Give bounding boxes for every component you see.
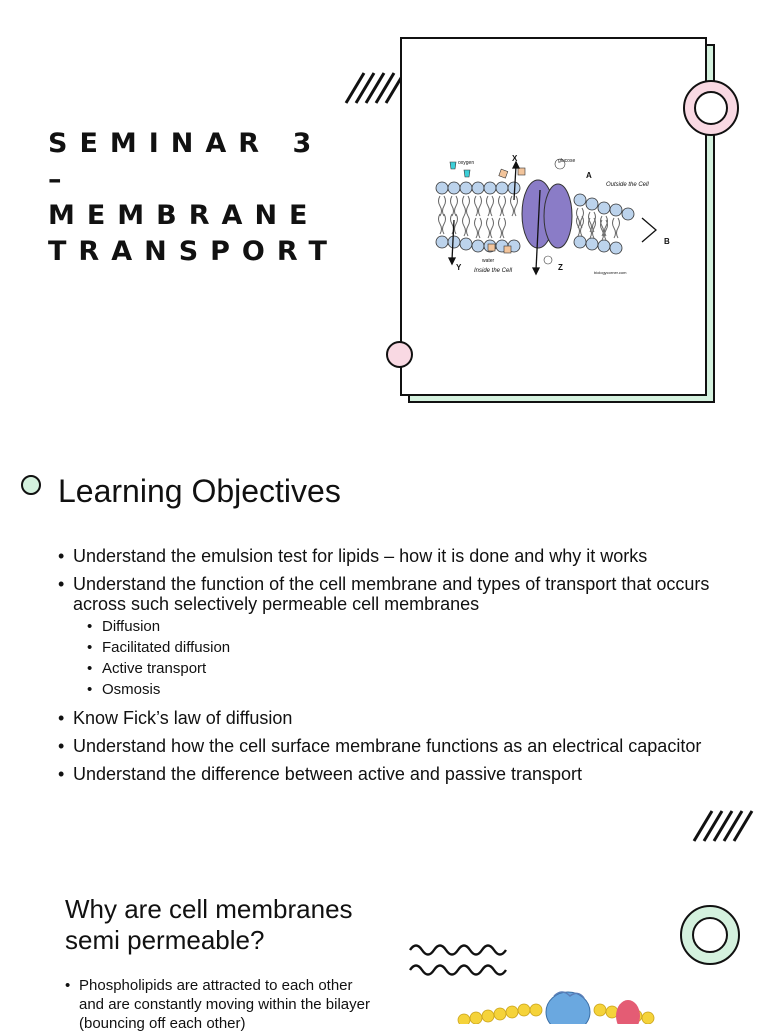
why-list: Phospholipids are attracted to each othe… bbox=[65, 976, 375, 1033]
label-outside: Outside the Cell bbox=[606, 182, 649, 188]
list-item-text: Understand the function of the cell memb… bbox=[73, 574, 710, 614]
label-inside: Inside the Cell bbox=[474, 268, 513, 274]
why-title: Why are cell membranes semi permeable? bbox=[65, 894, 353, 955]
label-credit: biologycorner.com bbox=[594, 270, 627, 275]
membrane-illustration bbox=[457, 991, 655, 1024]
label-a: A bbox=[586, 171, 592, 180]
list-item: Understand how the cell surface membrane… bbox=[58, 736, 738, 756]
label-oxygen: oxygen bbox=[458, 160, 474, 166]
list-item: Phospholipids are attracted to each othe… bbox=[65, 976, 375, 1033]
wave-decoration bbox=[409, 944, 507, 976]
sub-list-item: Active transport bbox=[87, 658, 738, 679]
list-item: Understand the difference between active… bbox=[58, 764, 738, 784]
label-glucose: glucose bbox=[558, 158, 575, 164]
phospholipid-heads bbox=[435, 181, 635, 255]
list-item: Understand the emulsion test for lipids … bbox=[58, 546, 738, 566]
membrane-diagram: oxygen X glucose A Outside the Cell B wa… bbox=[435, 154, 670, 276]
objectives-list: Understand the emulsion test for lipids … bbox=[58, 546, 738, 792]
arrows bbox=[447, 160, 657, 276]
slide-title: SEMINAR 3 – MEMBRANE TRANSPORT bbox=[48, 126, 339, 270]
list-item: Understand the function of the cell memb… bbox=[58, 574, 738, 700]
learning-objectives-title: Learning Objectives bbox=[58, 473, 341, 509]
list-item: Know Fick’s law of diffusion bbox=[58, 708, 738, 728]
hatch-decoration bbox=[692, 810, 754, 842]
protein-channel bbox=[521, 179, 573, 249]
sub-list-item: Facilitated diffusion bbox=[87, 637, 738, 658]
title-line: – bbox=[48, 164, 74, 195]
dot-decoration bbox=[386, 341, 413, 368]
label-y: Y bbox=[456, 263, 462, 272]
title-line: TRANSPORT bbox=[48, 236, 339, 267]
label-water: water bbox=[482, 258, 495, 264]
ring-decoration bbox=[680, 905, 740, 965]
molecules bbox=[449, 158, 566, 265]
sub-list: Diffusion Facilitated diffusion Active t… bbox=[87, 616, 738, 700]
ring-decoration bbox=[683, 80, 739, 136]
title-line: MEMBRANE bbox=[48, 200, 320, 231]
title-line: SEMINAR 3 bbox=[48, 128, 324, 159]
label-b: B bbox=[664, 237, 670, 246]
sub-list-item: Diffusion bbox=[87, 616, 738, 637]
label-x: X bbox=[512, 154, 518, 163]
hatch-decoration bbox=[344, 72, 406, 104]
label-z: Z bbox=[558, 263, 563, 272]
dot-decoration bbox=[21, 475, 41, 495]
sub-list-item: Osmosis bbox=[87, 679, 738, 700]
